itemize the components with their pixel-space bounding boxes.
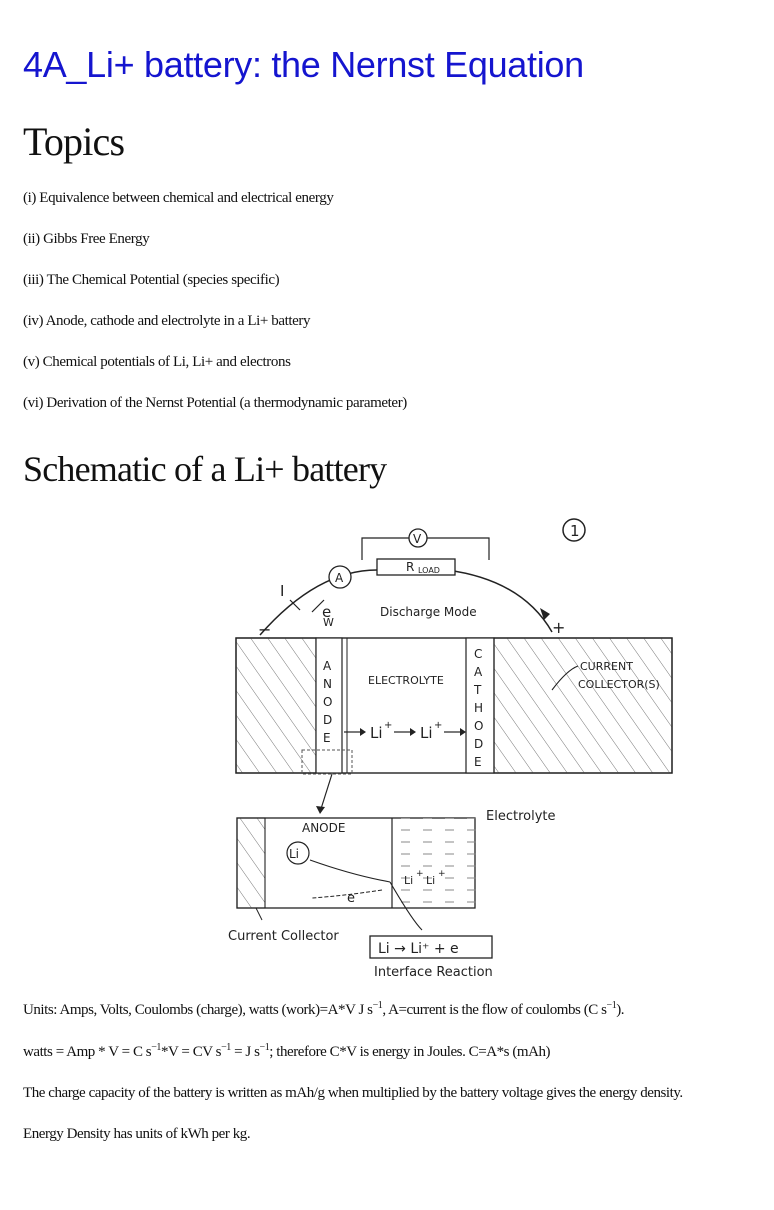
cathode-current-collector: [493, 637, 673, 774]
topics-heading: Topics: [23, 119, 125, 164]
electrolyte-label: ELECTROLYTE: [368, 674, 444, 687]
current-label: I: [280, 582, 284, 600]
battery-cell: W: [235, 616, 673, 774]
svg-text:A: A: [474, 665, 483, 679]
page-title: 4A_Li+ battery: the Nernst Equation: [23, 44, 584, 85]
current-collector-label: CURRENT: [580, 660, 633, 673]
negative-terminal: −: [258, 620, 271, 639]
svg-text:O: O: [474, 719, 483, 733]
svg-text:A: A: [323, 659, 332, 673]
svg-text:COLLECTOR(S): COLLECTOR(S): [578, 678, 660, 691]
cathode-layer: [465, 637, 495, 774]
interface-reaction-label: Interface Reaction: [374, 965, 493, 980]
electron-label: e: [322, 603, 331, 621]
schematic-heading: Schematic of a Li+ battery: [23, 449, 387, 489]
inset-electrolyte-label: Electrolyte: [486, 809, 555, 824]
ion-label: Li: [370, 724, 383, 742]
electrolyte-region: ELECTROLYTE Li + Li +: [344, 674, 466, 742]
inset-anode-label: ANODE: [302, 821, 345, 835]
topic-item: (iv) Anode, cathode and electrolyte in a…: [23, 313, 311, 329]
current-collector-callout: CURRENT COLLECTOR(S): [551, 660, 660, 691]
svg-text:D: D: [323, 713, 332, 727]
capacity-paragraph: The charge capacity of the battery is wr…: [23, 1085, 683, 1101]
ammeter-label: A: [335, 571, 344, 585]
svg-text:+: +: [384, 720, 392, 731]
svg-text:W: W: [323, 616, 334, 629]
energy-density-paragraph: Energy Density has units of kWh per kg.: [23, 1126, 251, 1142]
svg-text:H: H: [474, 701, 483, 715]
anode-label: A N O D E: [323, 659, 332, 745]
voltmeter-label: V: [413, 532, 422, 546]
load-resistor: [376, 558, 456, 576]
svg-text:Li: Li: [426, 874, 435, 887]
page-number: 1: [570, 522, 580, 540]
external-circuit: R LOAD V A I e Discharge Mode − +: [258, 528, 565, 639]
svg-text:N: N: [323, 677, 332, 691]
positive-terminal: +: [552, 618, 565, 637]
reaction-equation: Li → Li⁺ + e: [378, 941, 459, 957]
cathode-label: C A T H O D E: [473, 647, 483, 769]
svg-text:E: E: [474, 755, 482, 769]
topic-item: (v) Chemical potentials of Li, Li+ and e…: [23, 354, 291, 370]
load-sub-label: LOAD: [418, 566, 440, 575]
svg-text:e: e: [347, 891, 355, 906]
topic-item: (iii) The Chemical Potential (species sp…: [23, 272, 280, 288]
svg-text:C: C: [474, 647, 482, 661]
interface-reaction: Li → Li⁺ + e Interface Reaction: [369, 935, 493, 980]
svg-text:Li: Li: [404, 874, 413, 887]
page-number-marker: 1: [562, 518, 586, 542]
svg-text:+: +: [416, 869, 424, 879]
ammeter-icon: [328, 565, 352, 589]
svg-text:E: E: [323, 731, 331, 745]
discharge-mode-label: Discharge Mode: [380, 605, 477, 619]
svg-text:T: T: [473, 683, 482, 697]
ion-label: Li: [420, 724, 433, 742]
svg-text:O: O: [323, 695, 332, 709]
svg-text:+: +: [438, 869, 446, 879]
svg-text:D: D: [474, 737, 483, 751]
voltmeter-icon: [408, 528, 428, 548]
topic-item: (i) Equivalence between chemical and ele…: [23, 190, 334, 206]
units-paragraph: Units: Amps, Volts, Coulombs (charge), w…: [23, 1000, 625, 1019]
svg-text:+: +: [434, 720, 442, 731]
topic-item: (vi) Derivation of the Nernst Potential …: [23, 395, 407, 411]
topic-item: (ii) Gibbs Free Energy: [23, 231, 150, 247]
anode-current-collector: [235, 637, 317, 774]
battery-schematic-figure: 1 R LOAD V A I e Discharge Mode − +: [228, 518, 673, 980]
inset-current-collector-label: Current Collector: [228, 929, 339, 944]
interface-inset: ANODE Electrolyte Li e Li + Li + Current…: [228, 809, 555, 944]
load-label: R: [406, 560, 414, 574]
inset-li-label: Li: [289, 847, 299, 861]
watts-paragraph: watts = Amp * V = C s−1*V = CV s−1 = J s…: [23, 1042, 551, 1061]
